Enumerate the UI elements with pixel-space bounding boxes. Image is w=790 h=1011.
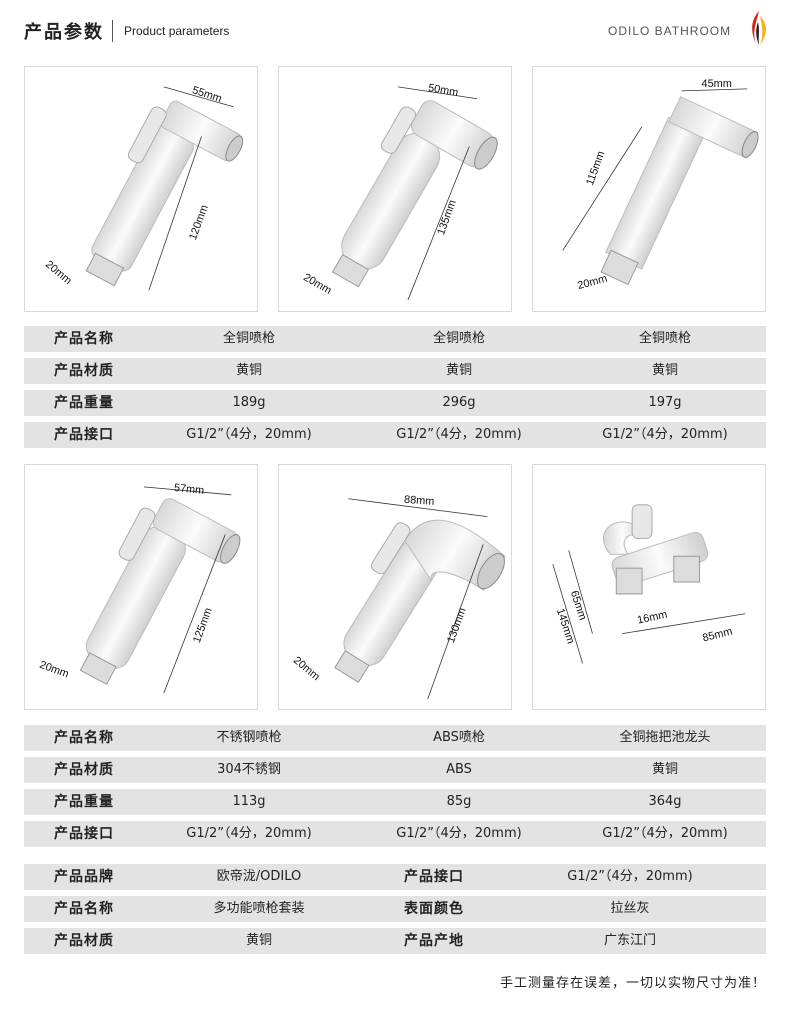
spec-value: 全铜拖把池龙头 <box>619 730 711 745</box>
measurement-disclaimer: 手工测量存在误差，一切以实物尺寸为准！ <box>499 976 766 991</box>
page-header: 产品参数 Product parameters ODILO BATHROOM <box>0 0 790 62</box>
brand-name: ODILO BATHROOM <box>608 24 732 38</box>
spec-label: 产品接口 <box>54 826 114 842</box>
table-row: 产品材质 黄铜 产品产地 广东江门 <box>24 928 766 954</box>
page-title: 产品参数 <box>24 22 104 43</box>
summary-value: 广东江门 <box>603 933 656 948</box>
summary-label: 产品名称 <box>54 901 114 917</box>
summary-label: 表面颜色 <box>404 901 464 917</box>
table-row: 产品接口 G1/2”（4分，20mm) G1/2”（4分，20mm) G1/2”… <box>24 422 766 448</box>
spec-value: 全铜喷枪 <box>222 331 275 346</box>
table-row: 产品名称 多功能喷枪套装 表面颜色 拉丝灰 <box>24 896 766 922</box>
spec-value: G1/2”（4分，20mm) <box>396 826 522 841</box>
summary-table: 产品品牌 欧帝泷/ODILO 产品接口 G1/2”（4分，20mm) 产品名称 … <box>24 864 766 960</box>
spec-value: 黄铜 <box>651 762 678 777</box>
spec-label: 产品名称 <box>54 730 114 746</box>
table-row: 产品材质 304不锈钢 ABS 黄铜 <box>24 757 766 783</box>
dimension-label-6-thread: 16mm <box>636 609 668 627</box>
table-row: 产品接口 G1/2”（4分，20mm) G1/2”（4分，20mm) G1/2”… <box>24 821 766 847</box>
product-photo-5: 88mm 130mm 20mm <box>278 464 512 710</box>
spec-value: 黄铜 <box>651 363 678 378</box>
dimension-label-5-thread: 20mm <box>291 654 322 683</box>
table-row: 产品材质 黄铜 黄铜 黄铜 <box>24 358 766 384</box>
table-row: 产品重量 189g 296g 197g <box>24 390 766 416</box>
dimension-label-6-width: 85mm <box>701 625 733 644</box>
dimension-label-3-length: 115mm <box>584 150 607 187</box>
summary-value: 黄铜 <box>245 933 272 948</box>
dimension-label-3-thread: 20mm <box>576 273 608 292</box>
summary-label: 产品材质 <box>54 933 114 949</box>
dimension-label-2-width: 50mm <box>427 82 459 99</box>
product-photos-row-1: 55mm 120mm 20mm 50mm 135mm 20mm <box>24 66 766 312</box>
dimension-label-2-length: 135mm <box>435 198 459 236</box>
dimension-label-6-total-height: 145mm <box>554 607 577 645</box>
spec-value: 85g <box>446 794 472 809</box>
title-divider <box>112 20 113 42</box>
spec-value: 304不锈钢 <box>217 762 281 777</box>
dimension-label-4-length: 125mm <box>191 606 215 644</box>
spec-value: 全铜喷枪 <box>432 331 485 346</box>
summary-value: 欧帝泷/ODILO <box>216 869 302 884</box>
table-row: 产品名称 不锈钢喷枪 ABS喷枪 全铜拖把池龙头 <box>24 725 766 751</box>
spec-value: 364g <box>648 794 682 809</box>
summary-value: G1/2”（4分，20mm) <box>567 869 693 884</box>
spec-value: 197g <box>648 395 682 410</box>
table-row: 产品品牌 欧帝泷/ODILO 产品接口 G1/2”（4分，20mm) <box>24 864 766 890</box>
product-photo-3: 45mm 115mm 20mm <box>532 66 766 312</box>
spec-label: 产品材质 <box>54 363 114 379</box>
spec-table-row-2: 产品名称 不锈钢喷枪 ABS喷枪 全铜拖把池龙头 产品材质 304不锈钢 ABS… <box>24 725 766 853</box>
summary-label: 产品品牌 <box>54 869 114 885</box>
summary-value: 多功能喷枪套装 <box>213 901 305 916</box>
summary-label: 产品接口 <box>404 869 464 885</box>
summary-label: 产品产地 <box>404 933 464 949</box>
spec-label: 产品接口 <box>54 427 114 443</box>
spec-label: 产品重量 <box>54 395 114 411</box>
spec-value: G1/2”（4分，20mm) <box>602 427 728 442</box>
spec-label: 产品名称 <box>54 331 114 347</box>
spec-value: 全铜喷枪 <box>638 331 691 346</box>
product-photos-row-2: 57mm 125mm 20mm 88mm 130mm 20mm <box>24 464 766 710</box>
spec-value: 黄铜 <box>235 363 262 378</box>
dimension-label-4-width: 57mm <box>173 482 204 497</box>
spec-value: 不锈钢喷枪 <box>216 730 282 745</box>
spec-label: 产品重量 <box>54 794 114 810</box>
dimension-label-2-thread: 20mm <box>301 271 333 297</box>
dimension-label-3-width: 45mm <box>702 78 732 90</box>
spec-value: 296g <box>442 395 476 410</box>
product-photo-1: 55mm 120mm 20mm <box>24 66 258 312</box>
product-photo-4: 57mm 125mm 20mm <box>24 464 258 710</box>
product-photo-2: 50mm 135mm 20mm <box>278 66 512 312</box>
spec-value: G1/2”（4分，20mm) <box>186 427 312 442</box>
table-row: 产品重量 113g 85g 364g <box>24 789 766 815</box>
spec-value: ABS喷枪 <box>433 730 485 745</box>
spec-label: 产品材质 <box>54 762 114 778</box>
dimension-label-1-length: 120mm <box>187 203 211 241</box>
spec-value: 黄铜 <box>445 363 472 378</box>
page-subtitle: Product parameters <box>124 24 230 38</box>
spec-value: G1/2”（4分，20mm) <box>186 826 312 841</box>
spec-value: G1/2”（4分，20mm) <box>602 826 728 841</box>
dimension-label-5-length: 130mm <box>445 606 469 644</box>
dimension-label-1-width: 55mm <box>191 84 223 105</box>
spec-value: G1/2”（4分，20mm) <box>396 427 522 442</box>
brand-logo-flame-icon <box>752 11 766 45</box>
dimension-label-1-thread: 20mm <box>43 258 74 287</box>
product-photo-6: 65mm 145mm 16mm 85mm <box>532 464 766 710</box>
dimension-label-6-height: 65mm <box>568 589 589 621</box>
dimension-label-4-thread: 20mm <box>38 659 71 681</box>
table-row: 产品名称 全铜喷枪 全铜喷枪 全铜喷枪 <box>24 326 766 352</box>
spec-value: ABS <box>446 762 472 777</box>
spec-value: 189g <box>232 395 266 410</box>
spec-table-row-1: 产品名称 全铜喷枪 全铜喷枪 全铜喷枪 产品材质 黄铜 黄铜 黄铜 产品重量 1… <box>24 326 766 454</box>
dimension-label-5-width: 88mm <box>404 494 435 508</box>
spec-value: 113g <box>232 794 266 809</box>
summary-value: 拉丝灰 <box>610 901 650 916</box>
